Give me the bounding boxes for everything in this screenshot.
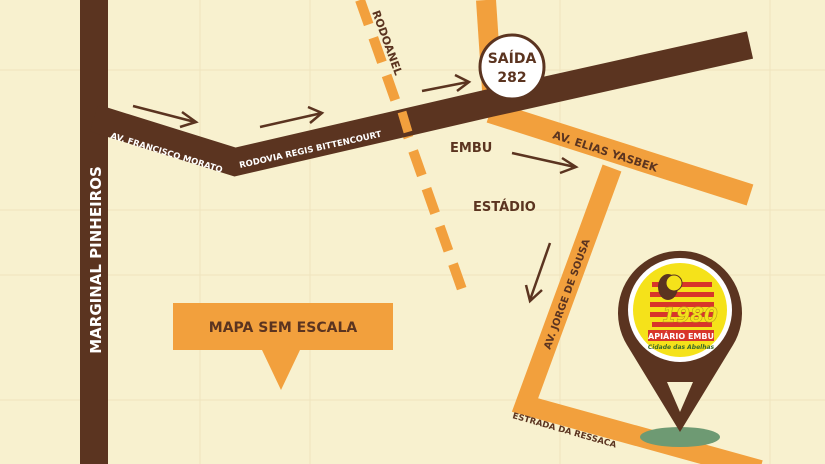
- arrow-icon: [421, 73, 472, 93]
- arrow-icon: [524, 242, 552, 304]
- arrow-icon: [259, 105, 325, 129]
- scale-note-callout: MAPA SEM ESCALA: [173, 303, 393, 390]
- label-embu: EMBU: [450, 141, 492, 156]
- label-estadio: ESTÁDIO: [473, 199, 536, 215]
- svg-text:1980: 1980: [662, 303, 718, 327]
- road-rodoanel: [355, 0, 470, 300]
- svg-text:Cidade das Abelhas: Cidade das Abelhas: [648, 344, 715, 351]
- road-marginal-pinheiros: [80, 0, 108, 464]
- label-jorge: AV. JORGE DE SOUSA: [542, 237, 592, 351]
- arrow-icon: [511, 151, 579, 175]
- direction-arrows: [132, 73, 579, 304]
- location-pin-icon: 1980 APIÁRIO EMBU Cidade das Abelhas: [617, 250, 742, 447]
- label-marginal: MARGINAL PINHEIROS: [87, 166, 105, 354]
- exit-badge: SAÍDA 282: [478, 33, 546, 101]
- svg-text:APIÁRIO EMBU: APIÁRIO EMBU: [648, 330, 714, 341]
- arrow-icon: [132, 104, 199, 129]
- svg-text:282: 282: [497, 70, 526, 86]
- svg-text:SAÍDA: SAÍDA: [488, 50, 537, 67]
- rodoanel-crossing: [397, 110, 413, 134]
- apiario-logo: 1980 APIÁRIO EMBU Cidade das Abelhas: [633, 263, 727, 357]
- road-jorge-de-sousa: [511, 164, 763, 464]
- road-elias-yasbek: [486, 101, 754, 206]
- road-regis-bittencourt: [89, 31, 754, 177]
- svg-text:MAPA SEM ESCALA: MAPA SEM ESCALA: [209, 320, 358, 336]
